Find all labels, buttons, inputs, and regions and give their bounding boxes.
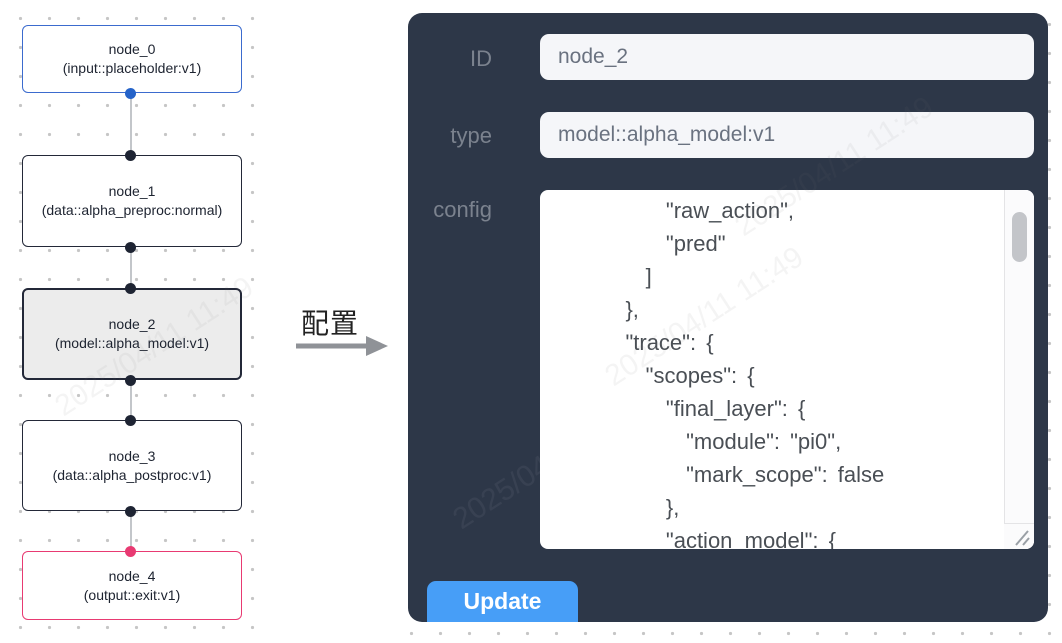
flow-node-postproc[interactable]: node_3 (data::alpha_postproc:v1)	[22, 420, 242, 511]
node-subtitle: (data::alpha_preproc:normal)	[41, 202, 223, 218]
port-node2-out[interactable]	[125, 374, 136, 386]
port-node3-out[interactable]	[125, 505, 136, 517]
node-config-panel: ID type config "raw_action", "pred" ] },…	[408, 13, 1048, 622]
config-json-content: "raw_action", "pred" ] }, "trace": { "sc…	[625, 198, 885, 549]
id-input[interactable]	[540, 34, 1034, 80]
flow-node-model-selected[interactable]: node_2 (model::alpha_model:v1)	[22, 288, 242, 380]
node-title: node_4	[108, 567, 156, 584]
config-scrollbar-thumb[interactable]	[1012, 212, 1027, 262]
resize-handle-icon[interactable]	[1004, 523, 1034, 549]
port-node2-in[interactable]	[125, 282, 136, 294]
flow-node-input[interactable]: node_0 (input::placeholder:v1)	[22, 25, 242, 93]
node-subtitle: (model::alpha_model:v1)	[54, 335, 210, 351]
node-title: node_0	[108, 41, 156, 57]
type-input[interactable]	[540, 112, 1034, 158]
edge-node1-node2	[130, 247, 132, 288]
port-node3-in[interactable]	[125, 414, 136, 426]
flow-canvas[interactable]: node_0 (input::placeholder:v1) node_1 (d…	[0, 0, 270, 643]
update-button[interactable]: Update	[427, 581, 578, 622]
port-node0-out[interactable]	[125, 87, 136, 99]
flow-node-preproc[interactable]: node_1 (data::alpha_preproc:normal)	[22, 155, 242, 247]
port-node1-out[interactable]	[125, 241, 136, 253]
node-title: node_3	[108, 447, 156, 464]
node-subtitle: (output::exit:v1)	[83, 586, 181, 603]
node-subtitle: (data::alpha_postproc:v1)	[52, 466, 212, 483]
node-subtitle: (input::placeholder:v1)	[62, 60, 202, 76]
edge-node2-node3	[130, 380, 132, 420]
port-node1-in[interactable]	[125, 149, 136, 161]
right-canvas: ID type config "raw_action", "pred" ] },…	[390, 0, 1062, 643]
port-node4-in[interactable]	[125, 545, 136, 557]
config-annotation-label: 配置	[301, 308, 360, 339]
node-title: node_2	[108, 316, 156, 332]
config-textarea[interactable]: "raw_action", "pred" ] }, "trace": { "sc…	[540, 190, 1034, 549]
type-field-label: type	[450, 123, 492, 148]
config-field-label: config	[433, 197, 492, 222]
flow-node-output[interactable]: node_4 (output::exit:v1)	[22, 551, 242, 620]
edge-node3-node4	[130, 511, 132, 551]
edge-node0-node1	[130, 93, 132, 155]
right-arrow-icon	[296, 336, 388, 356]
node-title: node_1	[108, 183, 156, 199]
id-field-label: ID	[470, 46, 492, 71]
config-scrollbar-track[interactable]	[1004, 190, 1034, 549]
